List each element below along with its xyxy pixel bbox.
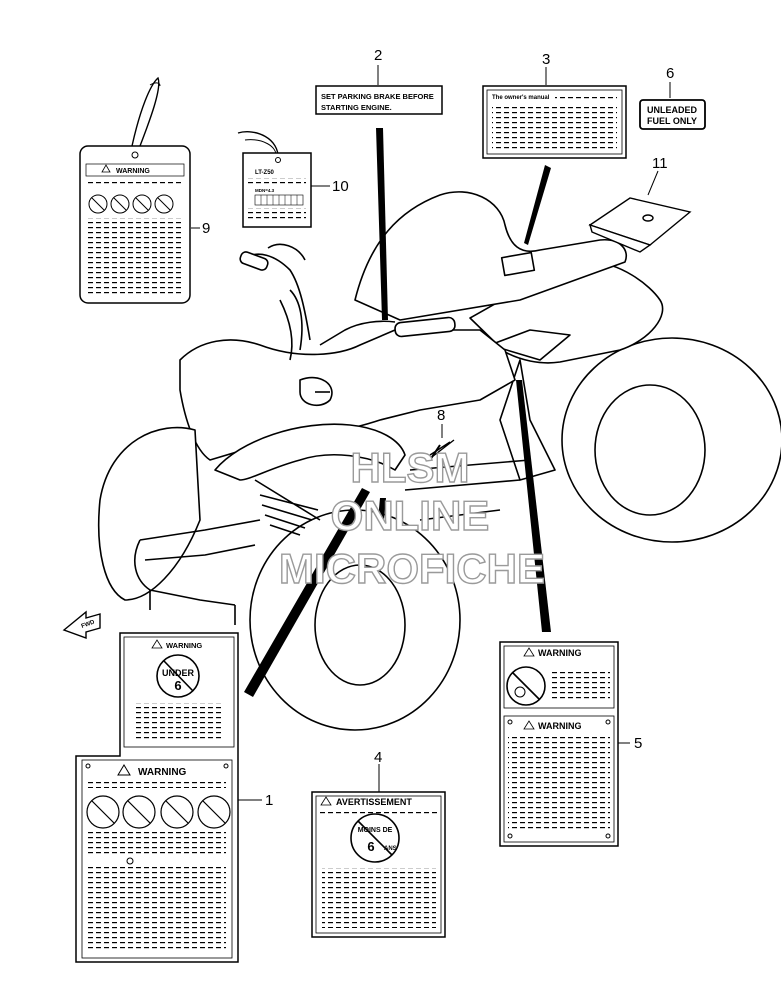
ans-number: 6 bbox=[367, 839, 374, 854]
upper-warning-title: WARNING bbox=[166, 641, 202, 650]
watermark-line1: HLSM bbox=[351, 444, 470, 491]
callout-9: 9 bbox=[202, 220, 210, 237]
tag-warning-title: WARNING bbox=[116, 168, 150, 175]
main-warning-title: WARNING bbox=[138, 767, 187, 778]
callout-1: 1 bbox=[265, 792, 273, 809]
ans-text: ANS bbox=[384, 846, 397, 852]
callout-5: 5 bbox=[634, 735, 642, 752]
warning-hang-tag: WARNING bbox=[79, 76, 191, 304]
folded-label bbox=[588, 197, 692, 253]
double-warning-label: WARNING WARNING bbox=[499, 641, 619, 847]
avertissement-label: AVERTISSEMENT MOINS DE 6 ANS bbox=[311, 791, 446, 938]
callout-numbers: 2 3 6 11 9 10 8 5 1 4 bbox=[202, 47, 674, 809]
callout-4: 4 bbox=[374, 749, 382, 766]
model-hang-tag: LT-Z50 MDN=4.3 bbox=[237, 131, 312, 228]
callout-6: 6 bbox=[666, 65, 674, 82]
callout-2: 2 bbox=[374, 47, 382, 64]
parking-brake-label: SET PARKING BRAKE BEFORE STARTING ENGINE… bbox=[315, 85, 443, 115]
forward-arrow-icon: FWD bbox=[62, 610, 101, 639]
parking-text-line2: STARTING ENGINE. bbox=[321, 103, 392, 112]
unleaded-text-line1: UNLEADED bbox=[647, 105, 698, 115]
owners-manual-label: The owner's manual bbox=[482, 85, 627, 159]
part-8 bbox=[427, 439, 455, 461]
warning-title-lower: WARNING bbox=[538, 721, 582, 731]
avertissement-title: AVERTISSEMENT bbox=[336, 797, 412, 807]
warning-title-upper: WARNING bbox=[538, 648, 582, 658]
callout-10: 10 bbox=[332, 178, 349, 195]
unleaded-text-line2: FUEL ONLY bbox=[647, 116, 697, 126]
unleaded-fuel-label: UNLEADED FUEL ONLY bbox=[639, 99, 706, 130]
callout-3: 3 bbox=[542, 51, 550, 68]
parking-text-line1: SET PARKING BRAKE BEFORE bbox=[321, 92, 434, 101]
model-tag-row: MDN=4.3 bbox=[255, 188, 275, 193]
leader-lines bbox=[191, 65, 671, 801]
callout-11: 11 bbox=[652, 155, 668, 172]
under-text: UNDER bbox=[162, 668, 195, 678]
main-warning-label: WARNING UNDER 6 WARNING bbox=[75, 632, 239, 963]
callout-8: 8 bbox=[437, 407, 445, 424]
under-age-number: 6 bbox=[174, 678, 181, 693]
fwd-text: FWD bbox=[81, 619, 97, 630]
watermark-line3: MICROFICHE bbox=[279, 545, 545, 592]
atv-outline bbox=[97, 191, 781, 731]
moins-de-text: MOINS DE bbox=[358, 827, 393, 834]
watermark: HLSM ONLINE MICROFICHE bbox=[278, 443, 545, 592]
watermark-line2: ONLINE bbox=[331, 492, 490, 539]
model-tag-text: LT-Z50 bbox=[255, 170, 275, 176]
owners-manual-text: The owner's manual bbox=[492, 95, 550, 101]
